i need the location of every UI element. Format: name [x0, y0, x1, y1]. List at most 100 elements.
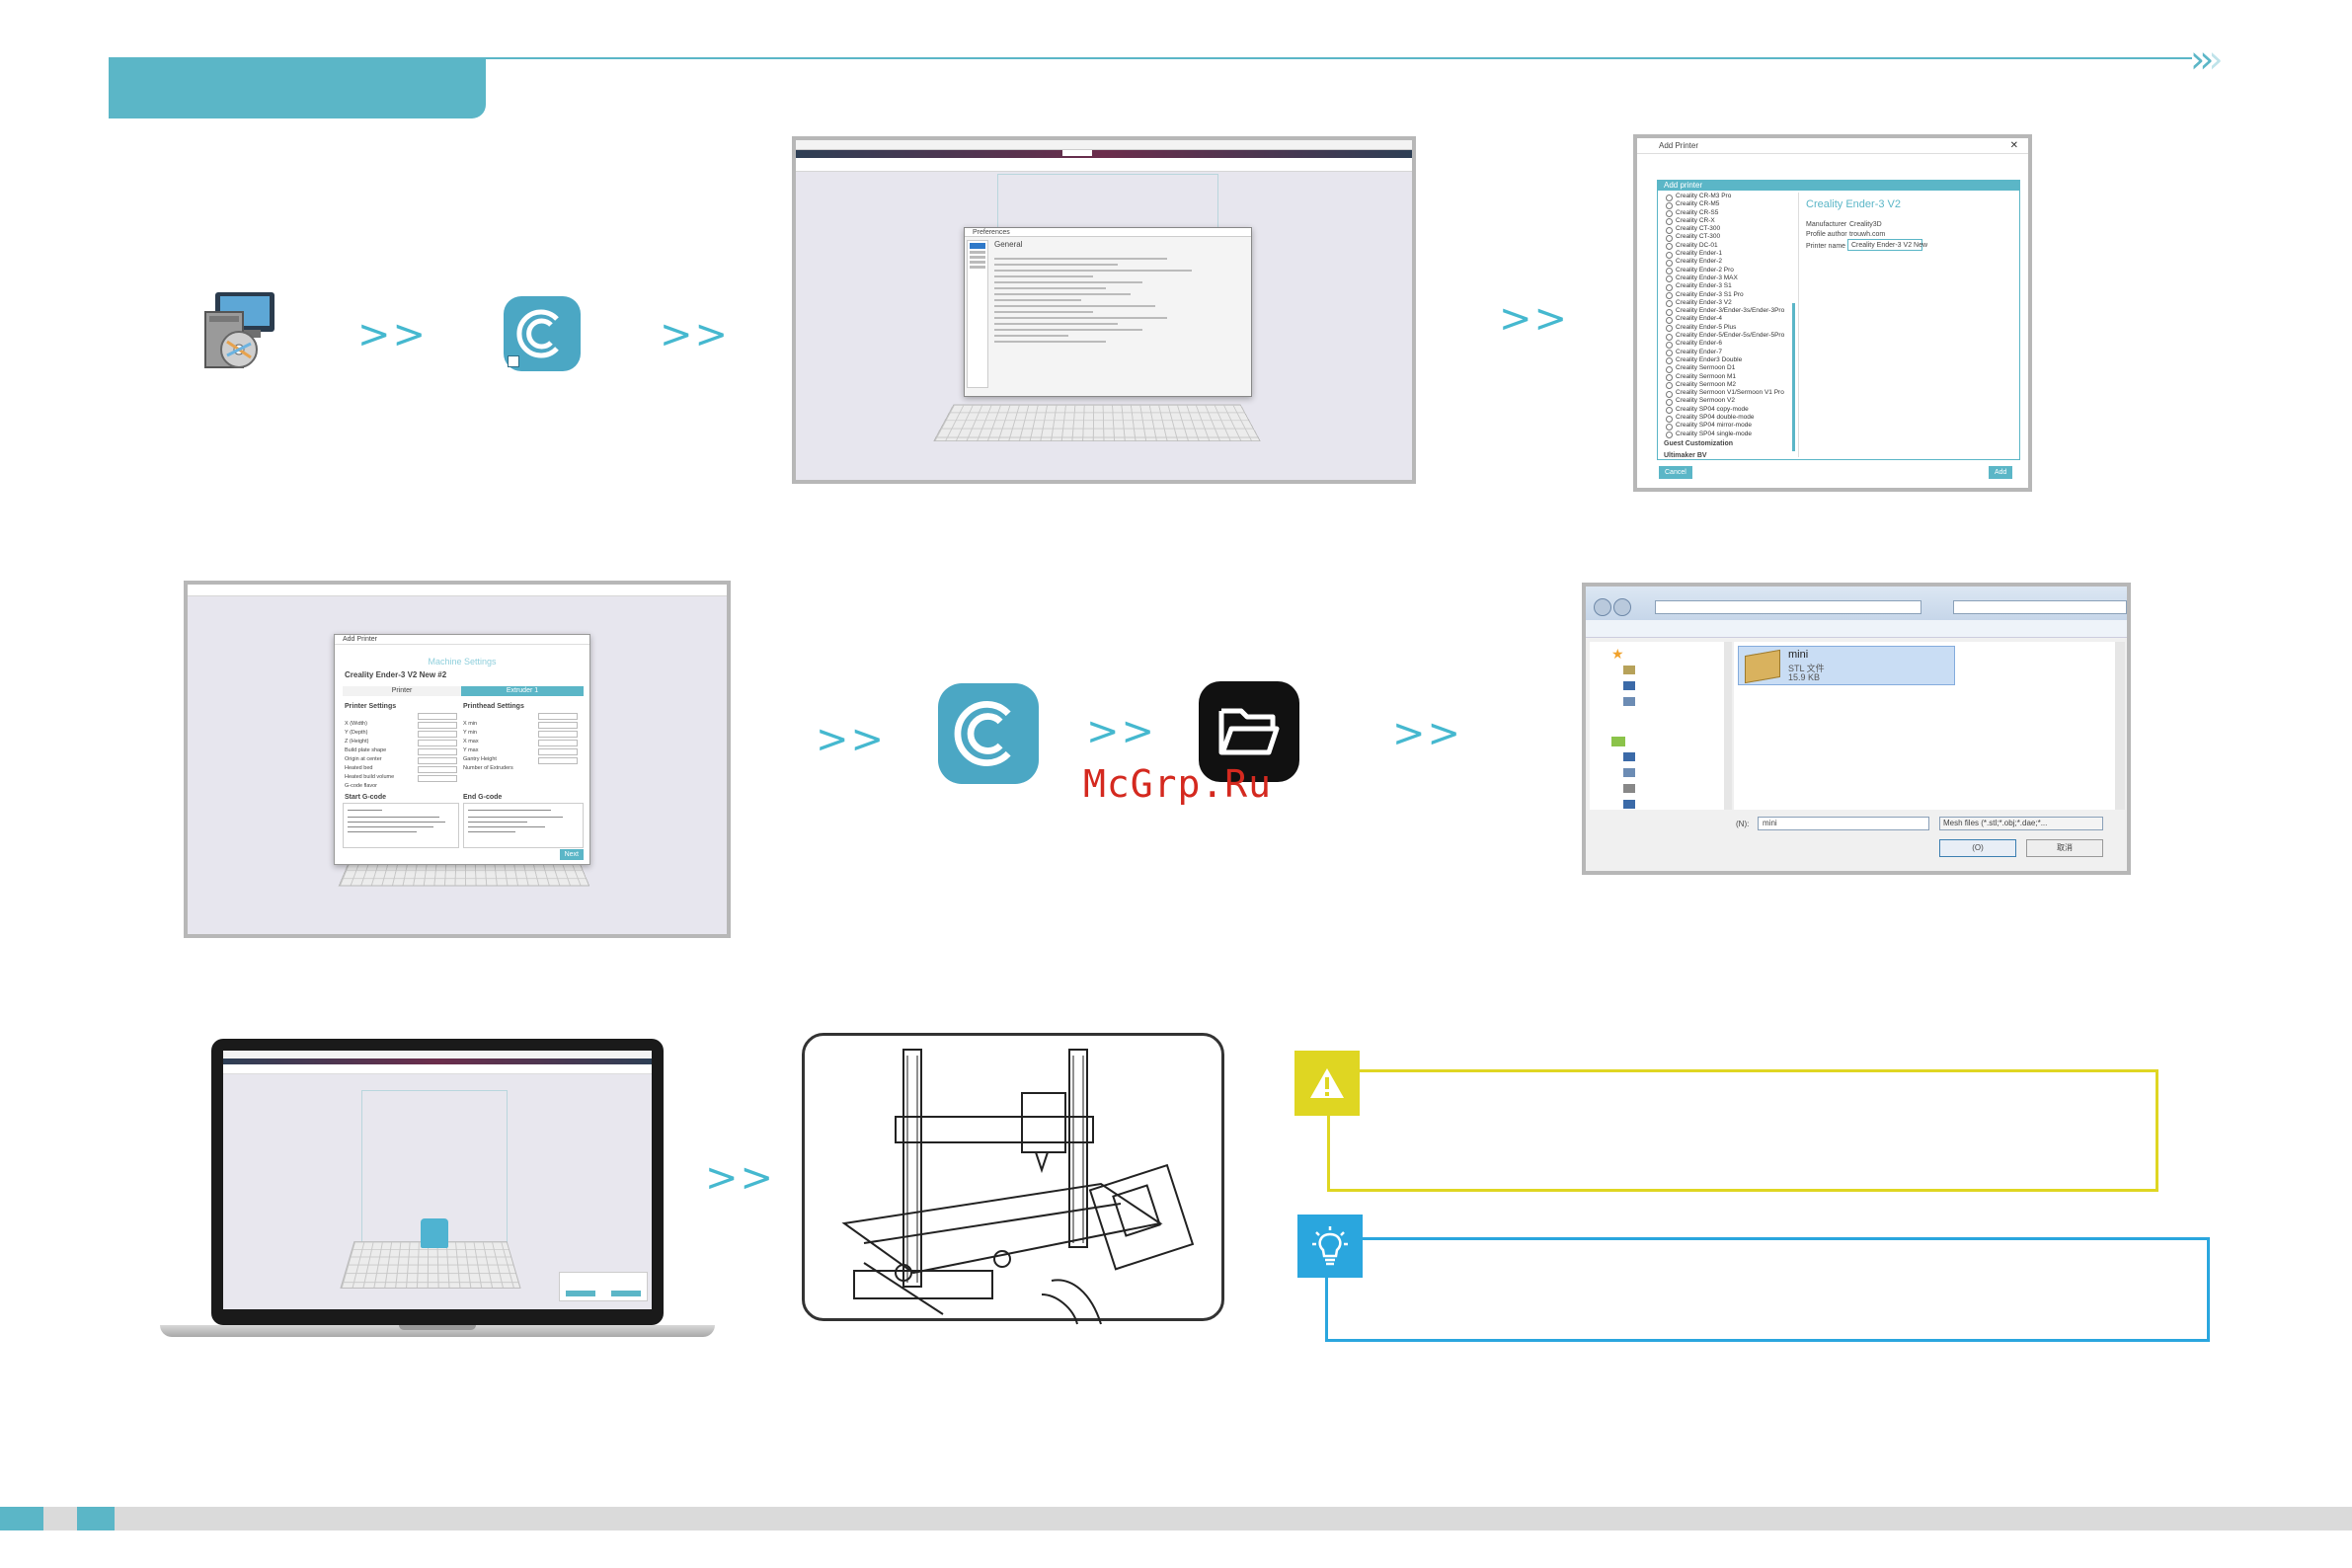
file-size: 15.9 KB [1788, 672, 1821, 682]
printer-list-item[interactable]: Creality CR-S5 [1658, 209, 1796, 218]
printer-list-item[interactable]: Creality Ender-5 Plus [1658, 324, 1796, 333]
close-icon[interactable]: ✕ [2009, 140, 2018, 151]
settings-field-input[interactable] [538, 748, 578, 755]
settings-row: Y (Depth) [345, 721, 461, 736]
printer-list-item[interactable]: Creality Sermoon V1/Sermoon V1 Pro [1658, 389, 1796, 398]
printer-list-item[interactable]: Creality Ender-4 [1658, 315, 1796, 325]
cancel-button[interactable]: 取消 [2026, 839, 2103, 857]
cancel-button[interactable]: Cancel [1659, 466, 1692, 479]
settings-field-input[interactable] [418, 748, 457, 755]
printer-list-item[interactable]: Creality SP04 single-mode [1658, 431, 1796, 439]
file-name-input[interactable]: mini [1758, 817, 1929, 830]
settings-row: Heated build volume [345, 765, 461, 780]
printer-list-item[interactable]: Creality SP04 double-mode [1658, 414, 1796, 423]
settings-field-input[interactable] [418, 775, 457, 782]
printer-list-item[interactable]: Creality SP04 mirror-mode [1658, 422, 1796, 431]
open-folder-icon [1199, 681, 1299, 782]
printer-list-item[interactable]: Creality Ender-1 [1658, 250, 1796, 259]
file-name-label: (N): [1736, 820, 1750, 828]
tab-printer[interactable]: Printer [343, 686, 461, 696]
settings-row: Z (Height) [345, 730, 461, 745]
creality-app-icon [504, 296, 581, 371]
arrow-7: >> [705, 1155, 776, 1201]
settings-field-input[interactable] [418, 766, 457, 773]
settings-field-input[interactable] [418, 757, 457, 764]
printer-list-item[interactable]: Creality Sermoon D1 [1658, 364, 1796, 374]
screenshot-open-file: ★ mini STL 文件 15.9 KB (N): mini Mesh fil… [1582, 583, 2131, 875]
printer-list-item[interactable]: Creality Ender-6 [1658, 340, 1796, 350]
settings-field-input[interactable] [418, 731, 457, 738]
printer-list-item[interactable]: Creality Sermoon M2 [1658, 381, 1796, 390]
settings-row: Origin at center [345, 747, 461, 762]
settings-field-label: Y max [463, 747, 479, 753]
printer-list-item[interactable]: Creality Ender-5/Ender-5s/Ender-5Pro [1658, 332, 1796, 341]
printer-list-item[interactable]: Creality Ender3 Double [1658, 356, 1796, 365]
printer-list-item[interactable]: Creality Ender-3/Ender-3s/Ender-3Pro [1658, 307, 1796, 316]
preferences-dialog: Preferences General [964, 227, 1252, 397]
arrow-3: >> [1499, 296, 1570, 342]
settings-field-input[interactable] [538, 722, 578, 729]
printhead-settings-heading: Printhead Settings [463, 703, 524, 710]
settings-field-label: Gantry Height [463, 756, 497, 762]
build-plate [340, 1241, 521, 1289]
add-printer-section: Add printer [1658, 181, 2019, 191]
printer-list-item[interactable]: Creality Ender-2 [1658, 258, 1796, 268]
preferences-general: General [994, 240, 1023, 249]
settings-field-input[interactable] [538, 757, 578, 764]
group-ultimaker[interactable]: Ultimaker BV [1664, 452, 1707, 459]
group-custom[interactable]: Guest Customization [1664, 440, 1734, 447]
printer-list-item[interactable]: Creality CT-300 [1658, 225, 1796, 235]
settings-field-label: Heated build volume [345, 774, 395, 780]
creality-app-icon [938, 683, 1039, 784]
arrow-4: >> [816, 717, 887, 762]
printer-list-item[interactable]: Creality Ender-2 Pro [1658, 267, 1796, 275]
printer-fields: X (Width)Y (Depth)Z (Height) Build plate … [345, 712, 461, 789]
settings-field-input[interactable] [538, 740, 578, 746]
arrow-5: >> [1086, 709, 1157, 754]
printer-list-item[interactable]: Creality CR-M3 Pro [1658, 193, 1796, 201]
settings-field-input[interactable] [418, 722, 457, 729]
printer-list-item[interactable]: Creality Sermoon M1 [1658, 373, 1796, 382]
printer-list-item[interactable]: Creality CR-M5 [1658, 200, 1796, 210]
settings-row: X (Width) [345, 712, 461, 727]
settings-field-input[interactable] [538, 731, 578, 738]
printer-name-input[interactable]: Creality Ender-3 V2 New [1847, 239, 1927, 251]
printer-list-item[interactable]: Creality DC-01 [1658, 242, 1796, 251]
settings-field-input[interactable] [538, 713, 578, 720]
footer-bar [0, 1507, 2352, 1530]
file-item-mini[interactable]: mini STL 文件 15.9 KB [1738, 646, 1955, 685]
printer-list-item[interactable]: Creality Ender-3 MAX [1658, 274, 1796, 283]
watermark: McGrp.Ru [1083, 762, 1273, 806]
arrow-1: >> [357, 312, 429, 357]
machine-dialog-title: Add Printer [335, 635, 589, 645]
settings-row: Heated bed [345, 756, 461, 771]
settings-field-label: X max [463, 739, 479, 745]
settings-field-input[interactable] [418, 713, 457, 720]
section-title-tab [109, 57, 486, 118]
header-line [109, 57, 2192, 59]
printer-list-item[interactable]: Creality SP04 copy-mode [1658, 406, 1796, 415]
settings-field-label: Origin at center [345, 756, 382, 762]
printer-list-item[interactable]: Creality Ender-3 S1 Pro [1658, 291, 1796, 300]
printer-list-item[interactable]: Creality Sermoon V2 [1658, 397, 1796, 407]
settings-row: Y max [463, 739, 582, 753]
settings-field-label: Build plate shape [345, 747, 387, 753]
printer-list-item[interactable]: Creality CT-300 [1658, 233, 1796, 243]
printer-list-item[interactable]: Creality Ender-3 S1 [1658, 282, 1796, 292]
next-button[interactable]: Next [559, 849, 584, 860]
printer-list-item[interactable]: Creality CR-X [1658, 217, 1796, 226]
open-button[interactable]: (O) [1939, 839, 2016, 857]
end-gcode-field[interactable] [463, 803, 584, 848]
end-gcode-label: End G-code [463, 794, 503, 801]
laptop-illustration [160, 1039, 715, 1341]
add-button[interactable]: Add [1989, 466, 2013, 479]
file-type-select[interactable]: Mesh files (*.stl;*.obj;*.dae;*... [1939, 817, 2103, 830]
tab-extruder[interactable]: Extruder 1 [461, 686, 584, 696]
settings-field-label: Heated bed [345, 765, 373, 771]
printer-list-item[interactable]: Creality Ender-3 V2 [1658, 299, 1796, 308]
settings-field-label: Y min [463, 730, 477, 736]
start-gcode-field[interactable] [343, 803, 459, 848]
printer-settings-heading: Printer Settings [345, 703, 397, 710]
printer-list-item[interactable]: Creality Ender-7 [1658, 349, 1796, 357]
settings-field-input[interactable] [418, 740, 457, 746]
